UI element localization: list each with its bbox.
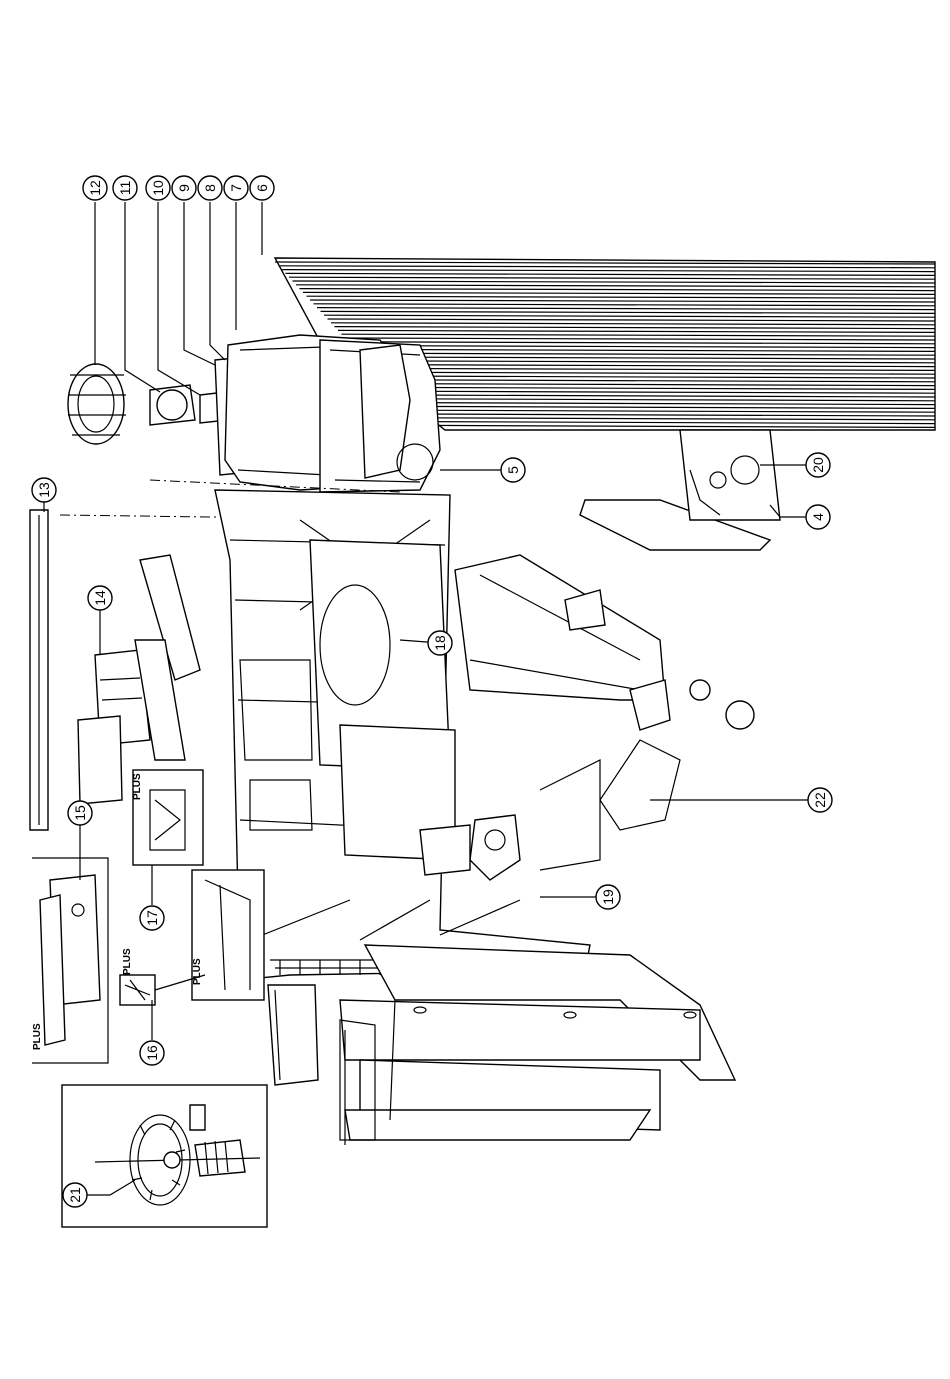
callout-label: 8: [202, 184, 218, 192]
callout-22: 22: [808, 788, 832, 812]
callout-17: 17: [140, 906, 164, 930]
callout-label: 7: [228, 184, 244, 192]
callout-label: 10: [150, 180, 166, 196]
callout-7: 7: [224, 176, 248, 200]
callout-5: 5: [501, 458, 525, 482]
callout-19: 19: [596, 885, 620, 909]
callout-label: 12: [87, 180, 103, 196]
inset-label-plus-2: PLUS: [132, 773, 143, 800]
callout-12: 12: [83, 176, 107, 200]
inset-label-plus-3: PLUS: [192, 958, 203, 985]
gas-valve-assembly: [420, 680, 754, 880]
callout-16: 16: [140, 1041, 164, 1065]
callout-15: 15: [68, 801, 92, 825]
callout-6: 6: [250, 176, 274, 200]
callout-label: 6: [254, 184, 270, 192]
callout-label: 13: [36, 482, 52, 498]
callout-20: 20: [806, 453, 830, 477]
inset-part-15: PLUS: [32, 858, 108, 1063]
combustion-chamber: [455, 555, 665, 700]
callout-label: 21: [67, 1187, 83, 1203]
callout-14: 14: [88, 586, 112, 610]
inset-part-21: [62, 1085, 267, 1227]
callout-label: 17: [144, 910, 160, 926]
callout-13: 13: [32, 478, 56, 502]
callout-4: 4: [806, 505, 830, 529]
callout-label: 22: [812, 792, 828, 808]
inset-part-17: PLUS: [132, 770, 203, 865]
part-13-rod: [30, 510, 48, 830]
callout-label: 11: [117, 181, 133, 196]
callout-18: 18: [428, 631, 452, 655]
callout-label: 9: [176, 184, 192, 192]
callout-label: 15: [72, 805, 88, 821]
callout-label: 18: [432, 635, 448, 651]
callout-21: 21: [63, 1183, 87, 1207]
inset-label-plus-4: PLUS: [122, 948, 133, 975]
callout-10: 10: [146, 176, 170, 200]
callout-8: 8: [198, 176, 222, 200]
callout-label: 20: [810, 457, 826, 473]
inset-label-plus-1: PLUS: [32, 1023, 43, 1050]
front-casing: [268, 945, 735, 1145]
callout-label: 16: [144, 1045, 160, 1061]
callout-label: 14: [92, 590, 108, 606]
callout-11: 11: [113, 176, 137, 200]
callout-label: 4: [810, 513, 826, 521]
callout-9: 9: [172, 176, 196, 200]
inset-part-16: PLUS PLUS: [120, 870, 264, 1005]
callout-label: 5: [505, 466, 521, 474]
callout-label: 19: [600, 889, 616, 905]
burner-panel: [580, 430, 780, 550]
